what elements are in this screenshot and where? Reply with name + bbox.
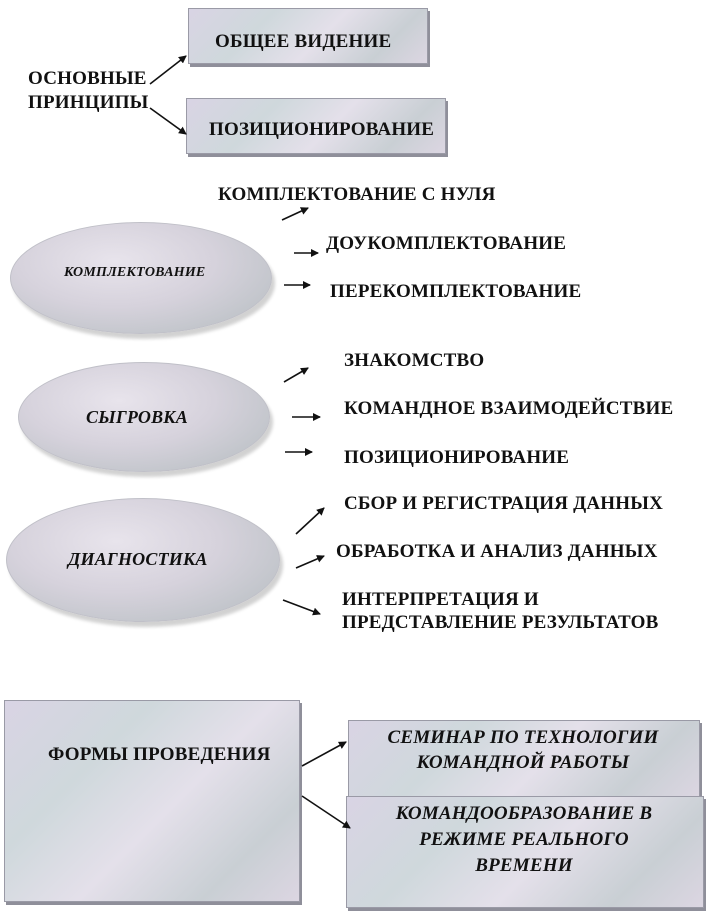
arrow-staffing-1 — [281, 207, 309, 221]
arrow-diagnostics-2 — [295, 555, 325, 569]
forms-label: ФОРМЫ ПРОВЕДЕНИЯ — [48, 744, 271, 765]
arrow-diagnostics-1 — [295, 507, 325, 535]
diagnostics-interpretation-line2: ПРЕДСТАВЛЕНИЕ РЕЗУЛЬТАТОВ — [342, 612, 659, 633]
form-seminar-line1: СЕМИНАР ПО ТЕХНОЛОГИИ — [387, 727, 659, 748]
principles-label-line2: ПРИНЦИПЫ — [28, 92, 149, 113]
diagnostics-label: ДИАГНОСТИКА — [68, 549, 208, 569]
form-realtime-line3: ВРЕМЕНИ — [475, 855, 573, 876]
staffing-from-scratch: КОМПЛЕКТОВАНИЕ С НУЛЯ — [218, 184, 496, 205]
diagnostics-collection: СБОР И РЕГИСТРАЦИЯ ДАННЫХ — [344, 493, 664, 514]
arrow-principle-2 — [149, 107, 187, 135]
form-realtime-line1: КОМАНДООБРАЗОВАНИЕ В — [395, 803, 653, 824]
arrow-principle-1 — [149, 55, 187, 85]
staffing-supplement: ДОУКОМПЛЕКТОВАНИЕ — [326, 233, 567, 254]
diagnostics-interpretation-line1: ИНТЕРПРЕТАЦИЯ И — [342, 589, 539, 610]
staffing-restaffing: ПЕРЕКОМПЛЕКТОВАНИЕ — [330, 281, 582, 302]
teambuilding-ellipse — [18, 362, 270, 472]
principle-shared-vision: ОБЩЕЕ ВИДЕНИЕ — [215, 31, 392, 52]
diagnostics-ellipse — [6, 498, 280, 622]
teambuilding-label: СЫГРОВКА — [86, 407, 188, 427]
principle-positioning: ПОЗИЦИОНИРОВАНИЕ — [209, 119, 435, 140]
teambuilding-positioning: ПОЗИЦИОНИРОВАНИЕ — [344, 447, 570, 468]
forms-box — [4, 700, 300, 902]
form-seminar-line2: КОМАНДНОЙ РАБОТЫ — [416, 752, 630, 773]
staffing-label: КОМПЛЕКТОВАНИЕ — [64, 265, 206, 280]
form-seminar-box — [348, 720, 700, 800]
staffing-ellipse — [10, 222, 272, 334]
arrow-forms-1 — [301, 741, 347, 767]
arrow-forms-2 — [301, 795, 351, 829]
form-realtime-line2: РЕЖИМЕ РЕАЛЬНОГО — [419, 829, 629, 850]
arrow-diagnostics-3 — [282, 599, 321, 616]
teambuilding-interaction: КОМАНДНОЕ ВЗАИМОДЕЙСТВИЕ — [344, 398, 674, 419]
form-realtime-box — [346, 796, 704, 908]
teambuilding-acquaintance: ЗНАКОМСТВО — [344, 350, 485, 371]
arrow-teambuilding-1 — [283, 367, 309, 383]
diagnostics-processing: ОБРАБОТКА И АНАЛИЗ ДАННЫХ — [336, 541, 658, 562]
principles-label-line1: ОСНОВНЫЕ — [28, 68, 147, 89]
principle-box-positioning — [186, 98, 446, 154]
principle-box-shared-vision — [188, 8, 428, 64]
